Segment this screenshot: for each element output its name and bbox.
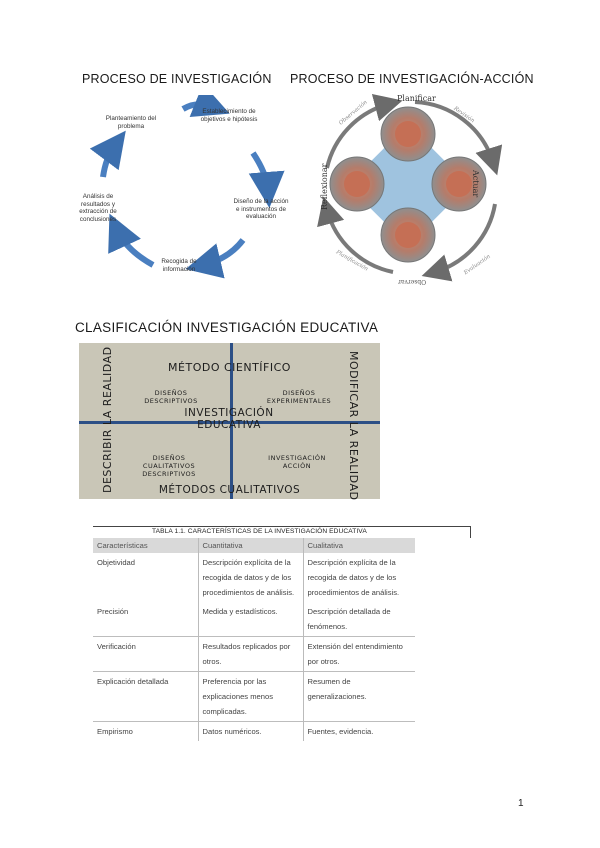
table-cell: Fuentes, evidencia. [302, 721, 415, 741]
table-cell: Descripción detallada de fenómenos. [302, 602, 415, 637]
table-top-rule [93, 526, 471, 527]
classification-chart: MÉTODO CIENTÍFICO MÉTODOS CUALITATIVOS I… [79, 343, 380, 501]
act-core [446, 171, 472, 197]
table-row: Precisión Medida y estadísticos. Descrip… [93, 602, 415, 637]
quadrant-tl: DISEÑOS DESCRIPTIVOS [144, 389, 198, 405]
cycle-step: Diseño de la acción e instrumentos de ev… [233, 198, 289, 220]
table-header-row: Características Cuantitativa Cualitativa [93, 538, 415, 553]
bottom-label: MÉTODOS CUALITATIVOS [158, 484, 301, 496]
cycle-arrow [421, 203, 497, 282]
table-cell: Precisión [97, 607, 129, 616]
cycle-arrow [317, 196, 394, 274]
cycle-arrow [181, 95, 230, 118]
cycle-title: PROCESO DE INVESTIGACIÓN [82, 72, 272, 86]
observe-label: Observar [398, 278, 427, 285]
cycle-arrow [414, 100, 503, 176]
table-cell: Objetividad [97, 558, 135, 567]
table-row: Objetividad Descripción explícita de la … [93, 553, 415, 602]
table-header: Características [93, 538, 198, 553]
cycle-arrow [89, 130, 126, 178]
table-cell: Extensión del entendimiento por otros. [302, 636, 415, 672]
cycle-step: Establecimiento de objetivos e hipótesis [200, 108, 258, 123]
act-label: Actuar [471, 170, 480, 198]
cycle-arrow [248, 151, 285, 208]
page-number: 1 [518, 798, 524, 809]
table-cell: Descripción explícita de la recogida de … [197, 553, 303, 602]
table-cell: Resultados replicados por otros. [197, 636, 303, 672]
table-cell: Empirismo [93, 721, 198, 741]
quadrant-bl: DISEÑOS CUALITATIVOS DESCRIPTIVOS [142, 454, 196, 478]
table-cell: Medida y estadísticos. [197, 602, 303, 637]
table-cell: Verificación [93, 636, 198, 672]
cycle-step: Planteamiento del problema [105, 115, 157, 130]
reflect-label: Reflexionar [320, 163, 329, 210]
classification-title: CLASIFICACIÓN INVESTIGACIÓN EDUCATIVA [75, 320, 379, 335]
cycle-arrow [185, 238, 246, 279]
table-cell: Resumen de generalizaciones. [302, 671, 415, 722]
table-row: Empirismo Datos numéricos. Fuentes, evid… [93, 721, 415, 741]
center-label: INVESTIGACIÓN EDUCATIVA [184, 407, 274, 431]
plan-core [395, 121, 421, 147]
table-row: Explicación detallada Preferencia por la… [93, 671, 415, 722]
table-row: Verificación Resultados replicados por o… [93, 636, 415, 672]
observe-core [395, 222, 421, 248]
table-cell: Explicación detallada [93, 671, 198, 722]
cycle-arrows [89, 95, 285, 279]
plan-label: Planificar [397, 94, 436, 103]
horizontal-axis [79, 421, 380, 424]
reflect-core [344, 171, 370, 197]
table-cell: Datos numéricos. [197, 721, 303, 741]
cycle-arrow [108, 213, 155, 268]
action-diagram [317, 94, 503, 282]
cycle-step: Recogida de información [161, 258, 197, 273]
action-title: PROCESO DE INVESTIGACIÓN-ACCIÓN [290, 72, 534, 86]
characteristics-table: Características Cuantitativa Cualitativa… [93, 538, 415, 741]
cycle-arrow [325, 94, 403, 169]
left-label: DESCRIBIR LA REALIDAD [101, 346, 114, 493]
table-title: TABLA 1.1. CARACTERÍSTICAS DE LA INVESTI… [152, 528, 367, 535]
center-shape [359, 136, 457, 234]
right-label: MODIFICAR LA REALIDAD [347, 351, 360, 501]
quadrant-br: INVESTIGACIÓN ACCIÓN [268, 454, 326, 470]
cycle-step: Análisis de resultados y extracción de c… [79, 193, 117, 223]
top-label: MÉTODO CIENTÍFICO [168, 361, 291, 374]
table-cell: Descripción explícita de la recogida de … [302, 553, 415, 602]
table-header: Cualitativa [302, 538, 415, 553]
table-corner-rule [470, 526, 471, 538]
table-cell: Preferencia por las explicaciones menos … [197, 671, 303, 722]
quadrant-tr: DISEÑOS EXPERIMENTALES [266, 389, 332, 405]
table-header: Cuantitativa [197, 538, 303, 553]
